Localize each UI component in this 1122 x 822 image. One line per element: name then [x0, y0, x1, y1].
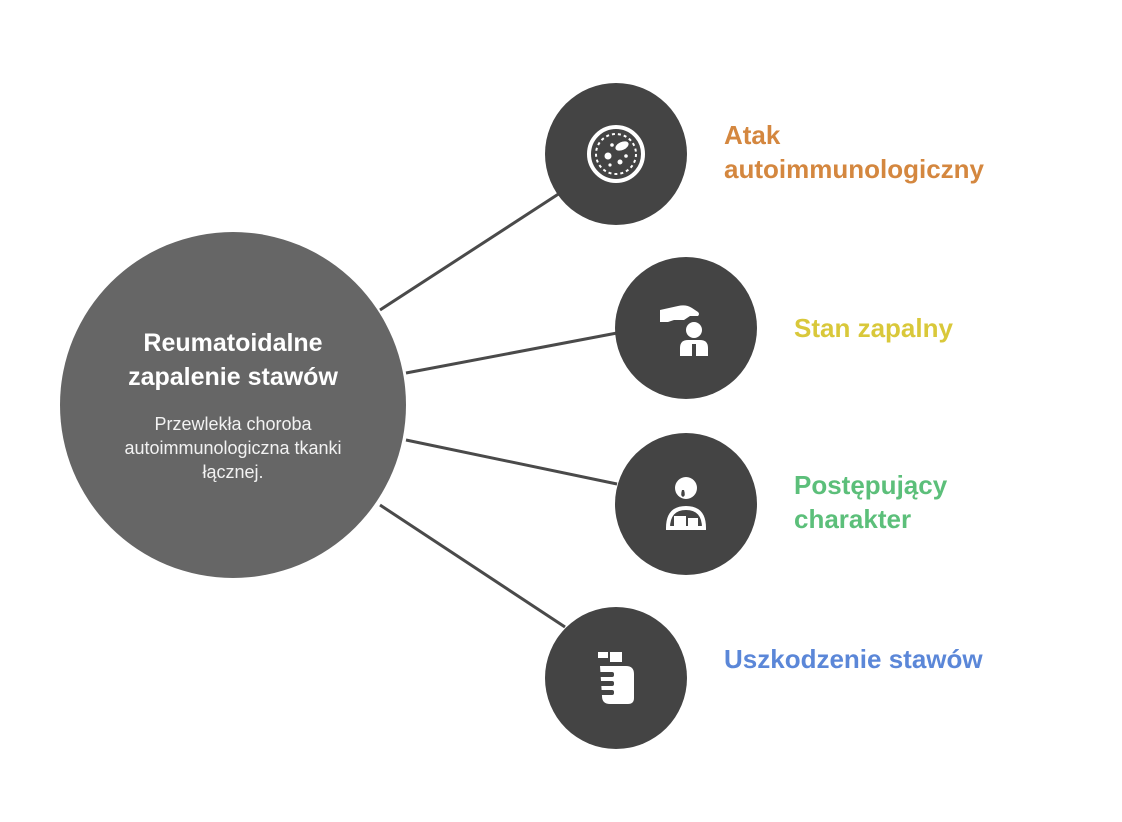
- fist-icon: [598, 652, 634, 704]
- connector-line-2: [405, 331, 618, 375]
- connector-line-1: [379, 191, 561, 312]
- hand-over-person-icon: [660, 305, 708, 356]
- label-joint-damage: Uszkodzenie stawów: [724, 644, 983, 674]
- center-title: Reumatoidalne zapalenie stawów: [128, 329, 338, 391]
- center-description: Przewlekła choroba autoimmunologiczna tk…: [124, 414, 342, 482]
- connector-line-3: [405, 438, 618, 486]
- node-progressive: [615, 433, 757, 575]
- label-autoimmune-attack: Atak autoimmunologiczny: [724, 120, 984, 184]
- node-joint-damage: [545, 607, 687, 749]
- label-inflammation: Stan zapalny: [794, 313, 953, 343]
- bacteria-cell-icon: [587, 125, 645, 183]
- node-inflammation: [615, 257, 757, 399]
- center-node: Reumatoidalne zapalenie stawów Przewlekł…: [60, 232, 406, 578]
- sad-person-icon: [665, 477, 707, 530]
- node-autoimmune-attack: [545, 83, 687, 225]
- label-progressive: Postępujący charakter: [794, 470, 948, 534]
- connector-line-4: [379, 503, 566, 629]
